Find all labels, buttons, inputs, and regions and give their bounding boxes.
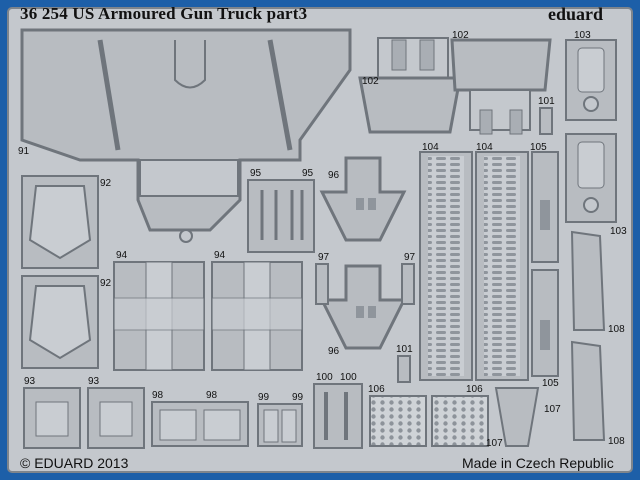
part-number-91: 91 [18, 146, 30, 157]
part-103-hinge-top [565, 39, 617, 121]
made-in-text: Made in Czech Republic [462, 455, 614, 471]
part-number-102a: 102 [362, 76, 379, 87]
part-number-98a: 98 [152, 390, 164, 401]
part-100-levers [313, 383, 363, 449]
part-104-track-right [475, 151, 529, 381]
part-95-handles [247, 179, 315, 253]
part-number-106a: 106 [368, 384, 385, 395]
part-92-frame-bottom [21, 275, 99, 369]
part-number-103a: 103 [574, 30, 591, 41]
part-number-108b: 108 [608, 436, 625, 447]
part-number-107a: 107 [544, 404, 561, 415]
part-92-frame-top [21, 175, 99, 269]
part-98-boxes [151, 401, 249, 447]
part-number-99a: 99 [258, 392, 270, 403]
part-99-plates [257, 403, 303, 447]
part-102-bracket [358, 37, 462, 134]
part-number-107b: 107 [486, 438, 503, 449]
part-93-bracket-right [87, 387, 145, 449]
part-number-105b: 105 [542, 378, 559, 389]
part-102b-bracket [450, 38, 552, 135]
part-96-shield-bottom [319, 264, 407, 350]
copyright-text: © EDUARD 2013 [20, 455, 129, 471]
part-105-rod-top [531, 151, 559, 263]
part-103-hinge-bottom [565, 133, 617, 223]
part-number-92a: 92 [100, 178, 112, 189]
part-number-101a: 101 [538, 96, 555, 107]
part-96-shield-top [319, 156, 407, 242]
part-106-grilles [369, 395, 489, 447]
part-number-97b: 97 [404, 252, 416, 263]
part-number-95a: 95 [250, 168, 262, 179]
part-108-strap-top [570, 230, 606, 331]
part-number-108a: 108 [608, 324, 625, 335]
part-number-102b: 102 [452, 30, 469, 41]
part-108-strap-bottom [570, 340, 606, 441]
part-number-96a: 96 [328, 170, 340, 181]
part-91-armor-plate [20, 28, 352, 243]
part-104-track-left [419, 151, 473, 381]
part-number-98b: 98 [206, 390, 218, 401]
fret-title: 36 254 US Armoured Gun Truck part3 [20, 4, 308, 23]
brand-logo-text: eduard [548, 4, 604, 24]
part-number-100a: 100 [316, 372, 333, 383]
part-number-94b: 94 [214, 250, 226, 261]
part-number-104b: 104 [476, 142, 493, 153]
part-number-97a: 97 [318, 252, 330, 263]
part-105-rod-bottom [531, 269, 559, 377]
part-101-clip-top [539, 107, 553, 135]
part-107-wedge [494, 387, 540, 447]
part-97-strip-right [401, 263, 415, 305]
part-94-panel-right [211, 261, 303, 371]
part-number-101b: 101 [396, 344, 413, 355]
part-number-103b: 103 [610, 226, 627, 237]
part-number-95b: 95 [302, 168, 314, 179]
part-93-bracket-left [23, 387, 81, 449]
part-number-104a: 104 [422, 142, 439, 153]
part-number-100b: 100 [340, 372, 357, 383]
part-number-96b: 96 [328, 346, 340, 357]
part-94-panel-left [113, 261, 205, 371]
part-number-106b: 106 [466, 384, 483, 395]
part-101-clip-bottom [397, 355, 411, 383]
part-number-93a: 93 [24, 376, 36, 387]
part-number-105a: 105 [530, 142, 547, 153]
part-number-94a: 94 [116, 250, 128, 261]
part-number-93b: 93 [88, 376, 100, 387]
part-number-92b: 92 [100, 278, 112, 289]
part-97-strip-left [315, 263, 329, 305]
part-number-99b: 99 [292, 392, 304, 403]
